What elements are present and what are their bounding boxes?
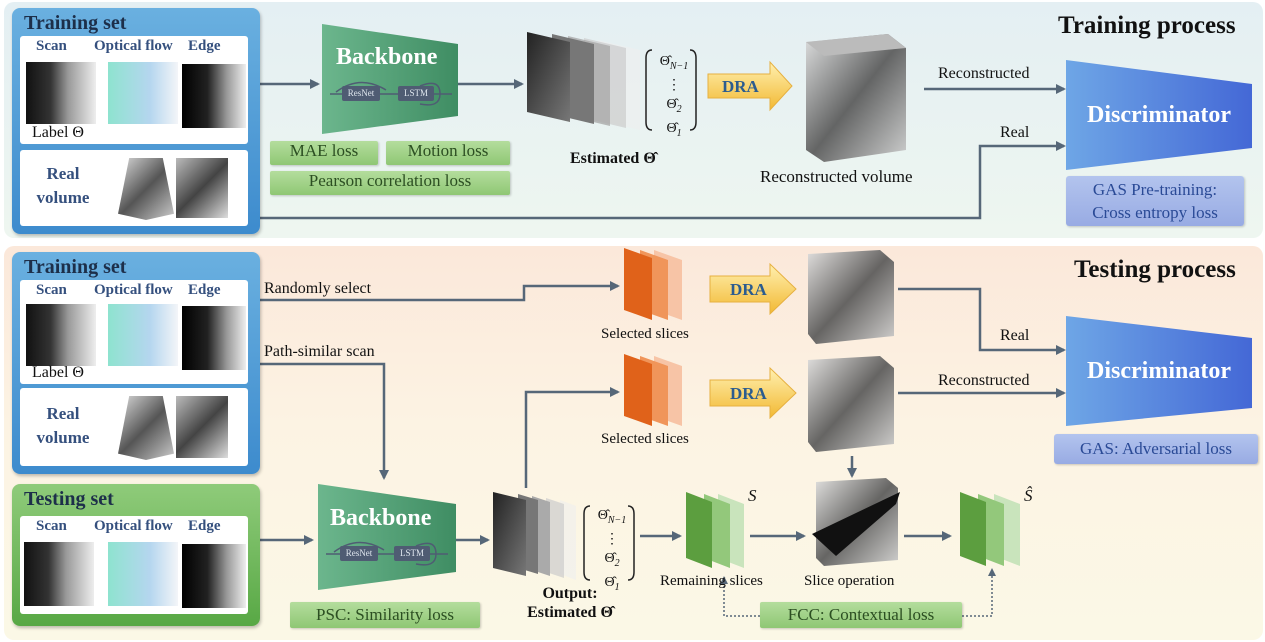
dra-arrow-test-1 bbox=[709, 262, 797, 316]
edge-stack-image bbox=[182, 306, 246, 370]
reconstructed-volume-label: Reconstructed volume bbox=[760, 167, 913, 186]
path-similar-scan-label: Path-similar scan bbox=[264, 343, 375, 360]
dotted-arrow-fcc-to-shat bbox=[962, 568, 996, 617]
optical-flow-label: Optical flow bbox=[94, 38, 173, 54]
theta-vector-testing: Θ̂N−1 ⋮ Θ̂2 Θ̂1 bbox=[597, 508, 627, 593]
estimated-theta-label: Estimated Θ̂ bbox=[570, 150, 656, 167]
gas-pretraining-box: GAS Pre-training: Cross entropy loss bbox=[1066, 176, 1244, 226]
remaining-slices-label: Remaining slices bbox=[660, 573, 763, 589]
real-volume-cube-image bbox=[176, 158, 228, 218]
discriminator-label-testing: Discriminator bbox=[1087, 358, 1231, 384]
reconstructed-edge-label-test: Reconstructed bbox=[938, 372, 1030, 389]
scan-label: Scan bbox=[36, 38, 67, 54]
arrow-path-similar bbox=[248, 362, 389, 480]
volume-image-test-2 bbox=[808, 356, 894, 452]
dra-arrow-test-2 bbox=[709, 366, 797, 420]
dotted-arrow-fcc-to-remaining bbox=[720, 576, 772, 617]
optical-flow-label: Optical flow bbox=[94, 282, 173, 298]
real-edge-label-test: Real bbox=[1000, 327, 1030, 344]
arrow-output-to-selected bbox=[524, 387, 620, 488]
motion-loss-box: Motion loss bbox=[386, 141, 510, 165]
s-hat-label: Ŝ bbox=[1024, 486, 1033, 505]
estimated-slices-training bbox=[527, 32, 640, 130]
real-volume-panel-test: Real volume bbox=[20, 388, 248, 466]
training-set-box-train: Training set Scan Optical flow Edge Labe… bbox=[12, 8, 260, 234]
real-volume-fan-image bbox=[118, 396, 174, 460]
output-slices-testing bbox=[493, 492, 576, 580]
optical-flow-stack-image bbox=[108, 542, 178, 606]
selected-slices-1 bbox=[624, 248, 682, 320]
reconstructed-volume-image-training bbox=[806, 34, 906, 162]
slice-operation-label: Slice operation bbox=[804, 573, 895, 589]
resnet-module-testing: ResNet bbox=[345, 548, 373, 558]
training-set-scans-panel: Scan Optical flow Edge Label Θ bbox=[20, 36, 248, 144]
resnet-module-training: ResNet bbox=[347, 88, 375, 98]
training-set-title: Training set bbox=[24, 12, 127, 34]
real-volume-panel: Real volume bbox=[20, 150, 248, 226]
edge-label: Edge bbox=[188, 518, 221, 534]
pearson-loss-box: Pearson correlation loss bbox=[270, 171, 510, 195]
optical-flow-stack-image bbox=[108, 304, 178, 366]
s-label: S bbox=[748, 486, 757, 505]
volume-image-test-1 bbox=[808, 250, 894, 344]
edge-label: Edge bbox=[188, 282, 221, 298]
remaining-slices-green bbox=[686, 492, 744, 568]
testing-set-scans-panel: Scan Optical flow Edge bbox=[20, 516, 248, 614]
scan-stack-image bbox=[24, 542, 94, 606]
real-volume-cube-image bbox=[176, 396, 228, 458]
fcc-loss-box: FCC: Contextual loss bbox=[760, 602, 962, 628]
arrow-randomly-select bbox=[248, 281, 620, 302]
dra-label-test-2: DRA bbox=[730, 384, 767, 403]
dra-arrow-training bbox=[707, 60, 793, 112]
randomly-select-label: Randomly select bbox=[264, 280, 372, 297]
testing-set-box: Testing set Scan Optical flow Edge bbox=[12, 484, 260, 626]
selected-slices-label-1: Selected slices bbox=[601, 326, 689, 342]
reconstructed-edge-label-training: Reconstructed bbox=[938, 65, 1030, 82]
real-volume-fan-image bbox=[118, 158, 174, 220]
scan-stack-image bbox=[26, 304, 96, 366]
scan-stack-image bbox=[26, 62, 96, 124]
dra-label-test-1: DRA bbox=[730, 280, 767, 299]
optical-flow-label: Optical flow bbox=[94, 518, 173, 534]
gas-adversarial-box: GAS: Adversarial loss bbox=[1054, 434, 1258, 464]
arrow-real-to-discriminator bbox=[248, 141, 1066, 220]
training-process-title: Training process bbox=[1058, 12, 1236, 39]
s-hat-slices-green bbox=[960, 492, 1020, 566]
training-set-box-test: Training set Scan Optical flow Edge Labe… bbox=[12, 252, 260, 474]
optical-flow-stack-image bbox=[108, 62, 178, 124]
backbone-title-training: Backbone bbox=[336, 44, 438, 70]
slice-operation-image bbox=[812, 478, 900, 566]
testing-process-title: Testing process bbox=[1074, 256, 1236, 283]
discriminator-label-training: Discriminator bbox=[1087, 102, 1231, 128]
label-theta: Label Θ bbox=[32, 364, 84, 381]
theta-vector-training: Θ̂N−1 ⋮ Θ̂2 Θ̂1 bbox=[659, 54, 689, 139]
training-set-title-test: Training set bbox=[24, 256, 127, 278]
training-set-scans-panel-test: Scan Optical flow Edge Label Θ bbox=[20, 280, 248, 384]
mae-loss-box: MAE loss bbox=[270, 141, 378, 165]
edge-label: Edge bbox=[188, 38, 221, 54]
dra-label-training: DRA bbox=[722, 77, 759, 96]
scan-label: Scan bbox=[36, 518, 67, 534]
discriminator-training-shape bbox=[1066, 60, 1252, 170]
real-volume-label: Real volume bbox=[36, 404, 90, 447]
real-edge-label-training: Real bbox=[1000, 124, 1030, 141]
real-volume-label: Real volume bbox=[36, 164, 90, 207]
label-theta: Label Θ bbox=[32, 124, 84, 141]
lstm-module-training: LSTM bbox=[403, 88, 428, 98]
testing-set-title: Testing set bbox=[24, 488, 114, 510]
scan-label: Scan bbox=[36, 282, 67, 298]
discriminator-testing-shape bbox=[1066, 316, 1252, 426]
output-estimated-label: Output: Estimated Θ̂ bbox=[527, 585, 613, 621]
edge-stack-image bbox=[182, 544, 246, 608]
psc-loss-box: PSC: Similarity loss bbox=[290, 602, 480, 628]
arrow-real-test bbox=[898, 287, 1066, 355]
backbone-training bbox=[322, 24, 458, 134]
backbone-title-testing: Backbone bbox=[330, 505, 432, 531]
lstm-module-testing: LSTM bbox=[399, 548, 424, 558]
selected-slices-label-2: Selected slices bbox=[601, 431, 689, 447]
edge-stack-image bbox=[182, 64, 246, 128]
selected-slices-2 bbox=[624, 354, 682, 426]
backbone-testing bbox=[318, 484, 456, 590]
